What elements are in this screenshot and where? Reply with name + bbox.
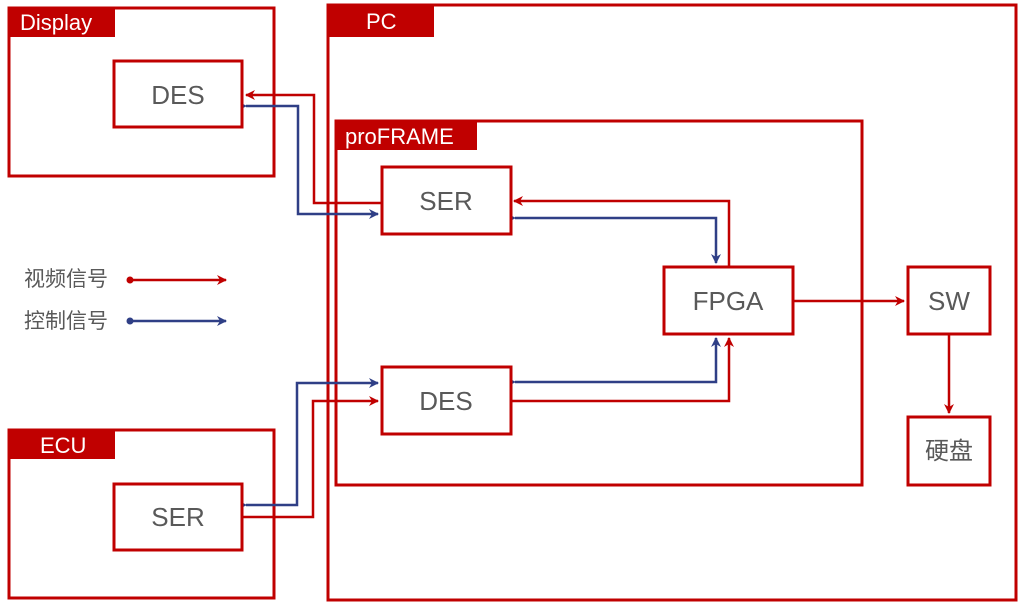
ecu-ser-label: SER xyxy=(151,502,204,532)
display-des-label: DES xyxy=(151,80,204,110)
display-container: Display xyxy=(7,6,276,178)
control-line-ecu-des xyxy=(237,378,379,510)
ecu-label: ECU xyxy=(40,433,86,458)
display-tab xyxy=(9,8,115,37)
ecu-ser-box[interactable] xyxy=(112,482,244,552)
legend-video: 视频信号 xyxy=(24,267,227,291)
legend-control-label: 控制信号 xyxy=(24,309,108,333)
pc-label: PC xyxy=(366,9,397,34)
display-des-box[interactable] xyxy=(112,59,244,129)
fpga-label: FPGA xyxy=(693,286,764,316)
video-line-fpga-to-ser xyxy=(513,196,731,267)
block-disk[interactable]: 硬盘 xyxy=(906,415,992,487)
sw-box[interactable] xyxy=(906,265,992,336)
block-display-des[interactable]: DES xyxy=(112,59,244,129)
block-sw[interactable]: SW xyxy=(906,265,992,336)
control-line-des-fpga xyxy=(506,337,721,387)
sw-label: SW xyxy=(928,286,970,316)
proframe-ser-label: SER xyxy=(419,186,472,216)
display-frame xyxy=(7,6,276,178)
proframe-label: proFRAME xyxy=(345,124,454,149)
control-line-ser-fpga xyxy=(506,213,721,264)
disk-label: 硬盘 xyxy=(925,437,973,465)
block-proframe-ser[interactable]: SER xyxy=(380,165,513,236)
pc-tab xyxy=(328,5,434,37)
legend-video-label: 视频信号 xyxy=(24,267,108,291)
pc-container: PC xyxy=(326,3,1018,602)
fpga-box[interactable] xyxy=(662,265,795,336)
proframe-des-box[interactable] xyxy=(380,365,513,436)
ecu-tab xyxy=(9,430,115,459)
display-label: Display xyxy=(20,10,92,35)
disk-box[interactable] xyxy=(906,415,992,487)
proframe-frame xyxy=(334,119,864,487)
proframe-ser-box[interactable] xyxy=(380,165,513,236)
video-line-des-to-fpga xyxy=(511,337,734,403)
connections xyxy=(237,90,954,519)
control-line-display-ser xyxy=(237,101,379,219)
proframe-des-label: DES xyxy=(419,386,472,416)
pc-frame xyxy=(326,3,1018,602)
block-proframe-des[interactable]: DES xyxy=(380,365,513,436)
block-ecu-ser[interactable]: SER xyxy=(112,482,244,552)
legend: 视频信号 控制信号 xyxy=(24,267,227,333)
legend-control: 控制信号 xyxy=(24,309,227,333)
ecu-frame xyxy=(7,428,276,600)
ecu-container: ECU xyxy=(7,428,276,600)
block-fpga[interactable]: FPGA xyxy=(662,265,795,336)
video-line-ecu-to-des xyxy=(242,396,379,519)
